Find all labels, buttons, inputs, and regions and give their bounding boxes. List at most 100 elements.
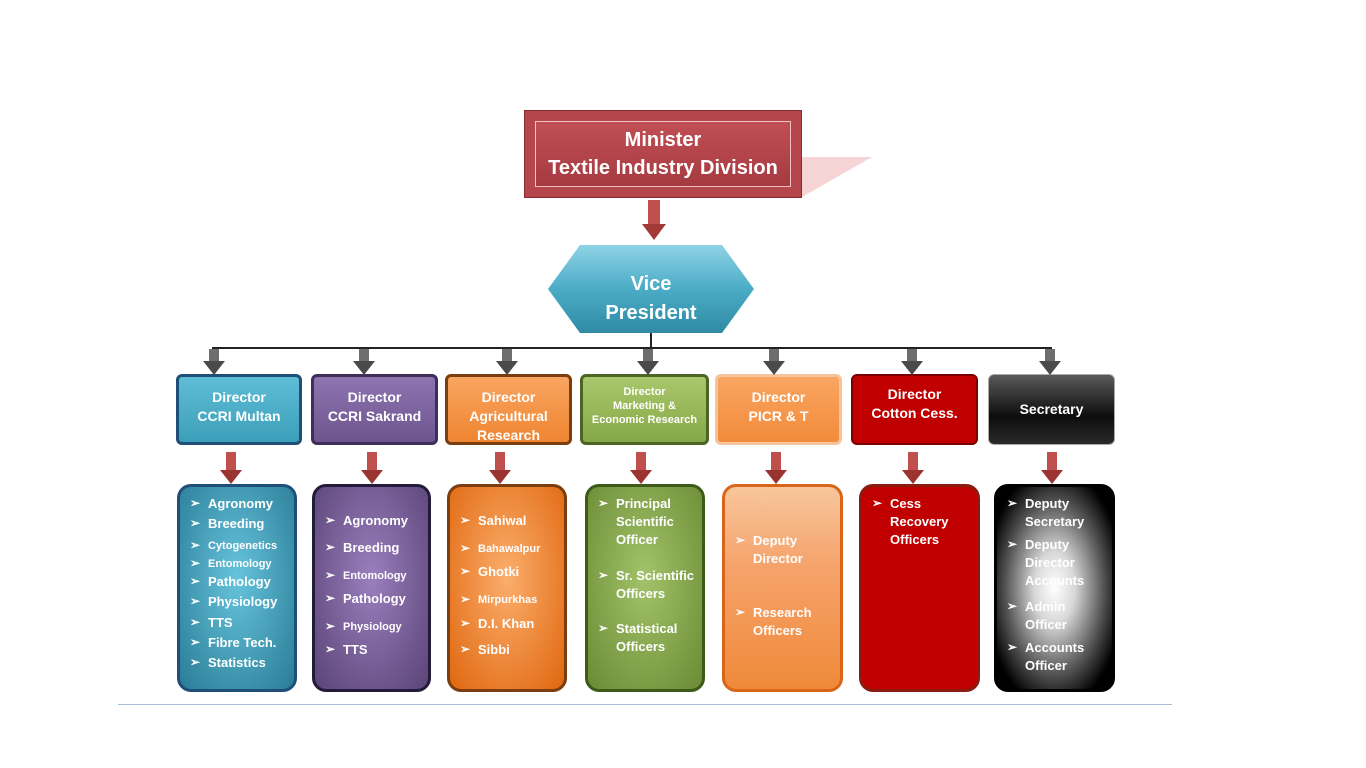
arrow-bullet-icon: ➢ [190, 516, 201, 530]
list-item: ➢Cess Recovery Officers [872, 495, 973, 549]
arrow-bullet-icon: ➢ [460, 616, 471, 630]
arrow-bullet-icon: ➢ [735, 605, 746, 619]
list-item: ➢ Bahawalpur [460, 540, 560, 558]
arrow-to-director [637, 349, 659, 375]
list-item: ➢ Fibre Tech. [190, 634, 290, 652]
arrow-to-director [496, 349, 518, 375]
director-label-line: Director [887, 386, 942, 402]
list-item: ➢ Statistics [190, 654, 290, 672]
units-agricultural-research: ➢Sahiwal➢Bahawalpur➢Ghotki➢Mirpurkhas➢D.… [447, 484, 567, 692]
director-label-line: Cotton Cess. [871, 405, 958, 421]
list-item: ➢ Agronomy [325, 512, 424, 530]
arrow-to-units [489, 452, 511, 484]
list-item-label: Sr. Scientific Officers [616, 568, 695, 601]
list-item-label: Sahiwal [478, 513, 527, 528]
director-label-line: Director [347, 389, 402, 405]
list-item: ➢Pathology [190, 573, 290, 591]
list-item: ➢Entomology [325, 567, 424, 585]
arrow-bullet-icon: ➢ [460, 642, 471, 656]
director-label-line: Agricultural [469, 408, 548, 424]
director-label-line: Secretary [1019, 401, 1084, 417]
arrow-bullet-icon: ➢ [190, 635, 201, 649]
arrow-bullet-icon: ➢ [1007, 640, 1018, 654]
baseline-rule [118, 704, 1172, 705]
director-label-line: Research [476, 427, 541, 443]
list-item-label: Ghotki [478, 564, 520, 579]
list-item: ➢Deputy Director Accounts [1007, 536, 1108, 590]
arrow-bullet-icon: ➢ [460, 592, 471, 606]
list-item: ➢TTS [325, 641, 424, 659]
arrow-bullet-icon: ➢ [325, 513, 336, 527]
list-item: ➢Mirpurkhas [460, 591, 560, 609]
list-item: ➢ TTS [190, 614, 290, 632]
minister-reflection [802, 157, 872, 197]
list-item-label: Cess Recovery Officers [890, 496, 949, 547]
list-item: ➢Breeding [325, 539, 424, 557]
list-item-label: Deputy Director [753, 533, 803, 566]
list-item-label: Agronomy [343, 513, 408, 528]
list-item: ➢ Sr. Scientific Officers [598, 567, 698, 603]
arrow-to-units [1041, 452, 1063, 484]
list-item-label: Admin Officer [1025, 599, 1067, 632]
list-item-label: Bahawalpur [478, 543, 541, 555]
arrow-bullet-icon: ➢ [460, 513, 471, 527]
minister-box: Minister Textile Industry Division [524, 110, 802, 198]
vice-president-label: Vice President [548, 270, 754, 328]
director-label-line: CCRI Multan [197, 408, 281, 424]
arrow-bullet-icon: ➢ [598, 621, 609, 635]
list-item: ➢ Admin Officer [1007, 598, 1108, 634]
list-item-label: Entomology [208, 558, 272, 570]
list-item-label: Statistics [208, 655, 266, 670]
director-label-line: Director [623, 386, 666, 398]
arrow-bullet-icon: ➢ [1007, 599, 1018, 613]
units-picr-t: ➢ Deputy Director ➢ Research Officers [722, 484, 843, 692]
vp-line2: President [605, 302, 697, 324]
arrow-to-units [220, 452, 242, 484]
list-item: ➢ Deputy Director [735, 532, 836, 568]
arrow-bullet-icon: ➢ [190, 615, 201, 629]
arrow-bullet-icon: ➢ [598, 568, 609, 582]
arrow-bullet-icon: ➢ [190, 655, 201, 669]
minister-line1: Minister [624, 129, 702, 151]
arrow-to-director [763, 349, 785, 375]
arrow-bullet-icon: ➢ [1007, 496, 1018, 510]
arrow-bullet-icon: ➢ [325, 619, 336, 633]
list-item: ➢ Sahiwal [460, 512, 560, 530]
director-bus-line [212, 347, 1052, 349]
arrow-bullet-icon: ➢ [735, 533, 746, 547]
list-item-label: D.I. Khan [478, 616, 535, 631]
list-item: ➢Agronomy [190, 495, 290, 513]
list-item-label: Fibre Tech. [208, 635, 277, 650]
list-item: ➢ Sibbi [460, 641, 560, 659]
arrow-to-units [361, 452, 383, 484]
director-label-line: PICR & T [748, 408, 809, 424]
list-item-label: Physiology [343, 621, 402, 633]
list-item: ➢ Deputy Secretary [1007, 495, 1108, 531]
units-ccri-multan: ➢Agronomy➢Breeding➢Cytogenetics➢Entomolo… [177, 484, 297, 692]
list-item-label: Research Officers [753, 605, 812, 638]
arrow-bullet-icon: ➢ [190, 496, 201, 510]
list-item-label: Cytogenetics [208, 540, 278, 552]
list-item: ➢ Accounts Officer [1007, 639, 1108, 675]
arrow-bullet-icon: ➢ [460, 564, 471, 578]
arrow-bullet-icon: ➢ [325, 540, 336, 554]
list-item-label: Deputy Secretary [1025, 496, 1085, 529]
arrow-to-director [353, 349, 375, 375]
list-item: ➢Statistical Officers [598, 620, 698, 656]
director-label-line: Director [481, 389, 536, 405]
list-item-label: Accounts Officer [1025, 640, 1085, 673]
units-ccri-sakrand: ➢ Agronomy ➢Breeding ➢Entomology ➢ Pathology ➢… [312, 484, 431, 692]
arrow-bullet-icon: ➢ [598, 496, 609, 510]
list-item-label: Pathology [343, 591, 406, 606]
arrow-bullet-icon: ➢ [325, 642, 336, 656]
list-item-label: Principal Scientific Officer [616, 496, 674, 547]
list-item-label: Sibbi [478, 642, 510, 657]
list-item-label: Physiology [208, 594, 278, 609]
arrow-bullet-icon: ➢ [460, 541, 471, 555]
list-item-label: TTS [208, 615, 233, 630]
arrow-bullet-icon: ➢ [190, 556, 201, 570]
